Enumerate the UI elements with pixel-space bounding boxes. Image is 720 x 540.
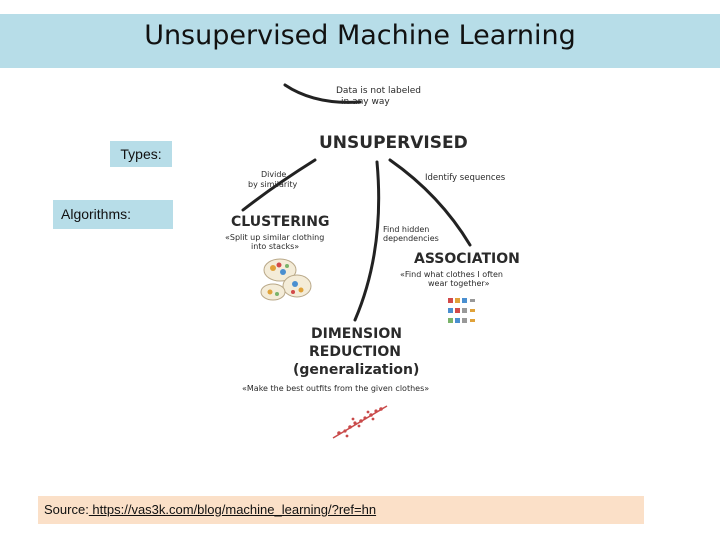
types-label: Types: [110,141,172,167]
right-note: Identify sequences [425,173,506,183]
clustering-title: CLUSTERING [231,214,329,230]
middle-note-line1: Find hidden [383,225,429,234]
left-note-line1: Divide [261,170,286,179]
left-note-line2: by similarity [248,180,298,189]
clustering-desc-line1: «Split up similar clothing [225,233,324,242]
association-title: ASSOCIATION [414,251,520,267]
dimension-title-line1: DIMENSION [311,326,402,342]
association-desc-line1: «Find what clothes I often [400,270,503,279]
dimension-title-line3: (generalization) [293,362,419,378]
dimension-desc: «Make the best outfits from the given cl… [242,384,429,393]
top-note-line2: in any way [341,97,390,107]
branch-to-dimension [355,162,379,320]
source-citation: Source: https://vas3k.com/blog/machine_l… [38,496,644,524]
dimension-title-line2: REDUCTION [309,344,401,360]
top-note-line1: Data is not labeled [336,86,421,96]
root-label: UNSUPERVISED [319,133,468,153]
unsupervised-diagram: Data is not labeled in any way UNSUPERVI… [215,70,545,450]
reduction-scatter-illustration [333,406,387,438]
source-link[interactable]: https://vas3k.com/blog/machine_learning/… [89,502,376,517]
clustering-desc-line2: into stacks» [251,242,299,251]
algorithms-label: Algorithms: [53,200,173,229]
middle-note-line2: dependencies [383,234,439,243]
slide-title: Unsupervised Machine Learning [0,20,720,51]
outfit-association-illustration [448,298,475,323]
source-label: Source: [44,502,89,517]
clothing-clusters-illustration [261,259,311,300]
association-desc-line2: wear together» [428,279,490,288]
